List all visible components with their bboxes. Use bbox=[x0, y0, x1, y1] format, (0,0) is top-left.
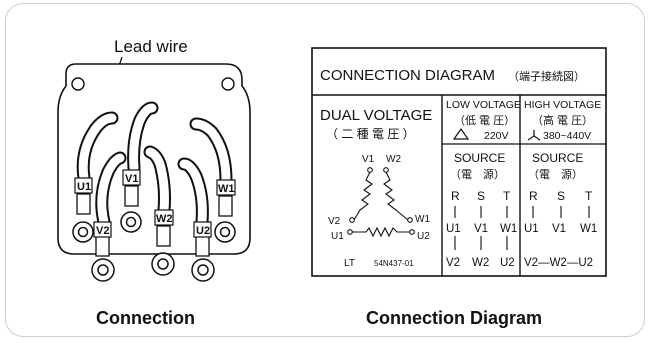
crimp-sleeve-w1 bbox=[218, 195, 233, 217]
caption-connection-diagram: Connection Diagram bbox=[366, 308, 543, 328]
dual-voltage-label: DUAL VOLTAGE bbox=[320, 107, 432, 124]
terminal-tag-u1: U1 bbox=[77, 181, 91, 193]
delta-symbol bbox=[452, 127, 470, 140]
delta-label-w1: W1 bbox=[415, 214, 430, 225]
footer-code: 54N437-01 bbox=[374, 259, 414, 268]
low-row2-w2: W2 bbox=[472, 257, 489, 269]
low-source-jp: （電 源） bbox=[450, 167, 505, 181]
terminal-tag-w1: W1 bbox=[218, 183, 235, 195]
high-phase-s: S bbox=[557, 189, 565, 203]
low-voltage-jp: （低 電 圧） bbox=[454, 114, 515, 127]
high-voltage-label: HIGH VOLTAGE bbox=[524, 99, 601, 111]
high-row1-u1: U1 bbox=[524, 223, 539, 235]
mounting-hole-top-left bbox=[71, 77, 85, 91]
low-voltage-value: 220V bbox=[484, 130, 509, 142]
crimp-sleeve-u1 bbox=[76, 193, 91, 215]
diagram-title: CONNECTION DIAGRAM bbox=[320, 67, 495, 84]
low-row1-v1: V1 bbox=[474, 223, 488, 235]
caption-connection: Connection bbox=[96, 308, 195, 328]
low-row2-u2: U2 bbox=[500, 257, 515, 269]
low-phase-t: T bbox=[503, 189, 511, 203]
high-row1-w1: W1 bbox=[580, 223, 597, 235]
low-row1-u1: U1 bbox=[446, 223, 461, 235]
low-voltage-label: LOW VOLTAGE bbox=[446, 99, 521, 111]
terminal-tag-v1: V1 bbox=[125, 173, 138, 185]
terminal-tag-w2: W2 bbox=[156, 213, 173, 225]
delta-label-v1: V1 bbox=[362, 154, 375, 165]
winding-bottom bbox=[352, 226, 410, 238]
delta-label-v2: V2 bbox=[328, 216, 341, 227]
low-phase-s: S bbox=[477, 189, 485, 203]
mounting-hole-top-right bbox=[221, 77, 235, 91]
low-phase-r: R bbox=[451, 189, 460, 203]
star-symbol bbox=[527, 130, 541, 141]
high-source-label: SOURCE bbox=[532, 151, 583, 165]
delta-label-u1: U1 bbox=[331, 231, 344, 242]
delta-label-w2: W2 bbox=[386, 154, 401, 165]
lead-wire-label: Lead wire bbox=[114, 37, 188, 56]
winding-right bbox=[383, 171, 409, 221]
diagram-title-jp: （端子接続図） bbox=[508, 69, 585, 83]
high-row1-v1: V1 bbox=[552, 223, 566, 235]
high-source-jp: （電 源） bbox=[528, 167, 583, 181]
high-phase-t: T bbox=[585, 189, 593, 203]
footer-lt: LT bbox=[344, 258, 355, 269]
high-row2-star: V2—W2—U2 bbox=[524, 257, 593, 269]
low-row1-w1: W1 bbox=[500, 223, 517, 235]
delta-label-u2: U2 bbox=[417, 231, 430, 242]
low-source-label: SOURCE bbox=[454, 151, 505, 165]
diagram-border bbox=[311, 47, 607, 277]
low-row2-v2: V2 bbox=[446, 257, 460, 269]
dual-voltage-jp: （ 二 種 電 圧 ） bbox=[326, 127, 415, 141]
high-voltage-jp: （高 電 圧） bbox=[532, 113, 593, 127]
crimp-sleeve-v1 bbox=[124, 185, 139, 207]
terminal-tag-u2: U2 bbox=[196, 225, 210, 237]
crimp-sleeve-w2 bbox=[156, 225, 171, 247]
winding-left bbox=[353, 171, 373, 221]
high-phase-r: R bbox=[529, 189, 538, 203]
high-voltage-value: 380~440V bbox=[543, 130, 591, 142]
terminal-tag-v2: V2 bbox=[96, 225, 109, 237]
